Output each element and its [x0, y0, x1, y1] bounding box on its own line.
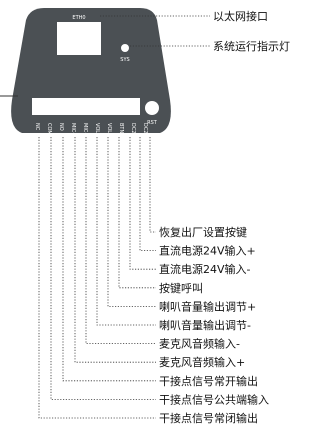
- pin-label: NC: [34, 123, 40, 131]
- callout-eth: 以太网接口: [213, 10, 268, 23]
- leader-micm: [85, 137, 156, 344]
- pin-label: MIC-: [70, 123, 76, 134]
- callout-com: 干接点信号公共端输入: [159, 392, 269, 406]
- terminal-block: [32, 98, 140, 115]
- ethernet-port: [57, 22, 101, 55]
- pin-label: COM: [46, 123, 52, 135]
- leader-volm: [96, 137, 156, 326]
- pin-labels: NC COM NO MIC- MIC+ VOL- VOL+ BTN DC24V-…: [34, 123, 148, 144]
- pin-label: BTN: [118, 123, 124, 133]
- pin-label: VOL-: [94, 123, 100, 135]
- reset-button: [145, 101, 159, 115]
- pin-label: DC24V-: [130, 123, 136, 142]
- callout-dcm: 直流电源24V输入-: [159, 262, 251, 276]
- callout-nc: 干接点信号常闭输出: [159, 411, 258, 425]
- callout-sys: 系统运行指示灯: [213, 39, 290, 53]
- leader-btn: [118, 137, 156, 289]
- leader-dcm: [129, 137, 156, 270]
- leader-rst: [149, 137, 156, 233]
- pin-label: MIC+: [82, 123, 88, 136]
- eth-port-label: ETH0: [72, 15, 85, 21]
- callout-texts: 以太网接口 系统运行指示灯 恢复出厂设置按键 直流电源24V输入+ 直流电源24…: [159, 10, 290, 425]
- callout-volm: 喇叭音量输出调节-: [159, 318, 251, 332]
- callout-btn: 按键呼叫: [159, 281, 203, 295]
- callout-volp: 喇叭音量输出调节+: [159, 299, 256, 313]
- callout-rst: 恢复出厂设置按键: [159, 225, 247, 239]
- leader-lines: [38, 15, 210, 419]
- pin-label: VOL+: [106, 123, 112, 137]
- pin-label: DC24V+: [142, 123, 148, 144]
- leader-dcp: [139, 137, 156, 251]
- leader-no: [62, 137, 156, 382]
- callout-no: 干接点信号常开输出: [159, 374, 258, 388]
- sys-led-label: SYS: [120, 57, 129, 63]
- callout-dcp: 直流电源24V输入+: [159, 244, 256, 258]
- callout-micm: 麦克风音频输入-: [159, 337, 240, 351]
- reset-button-label: RST: [147, 120, 158, 126]
- sys-led: [121, 44, 129, 52]
- leader-com: [50, 137, 156, 400]
- leader-volp: [107, 137, 156, 307]
- leader-micp: [74, 137, 156, 363]
- pin-label: NO: [58, 123, 64, 131]
- leader-nc: [38, 137, 156, 419]
- callout-micp: 麦克风音频输入+: [159, 355, 245, 369]
